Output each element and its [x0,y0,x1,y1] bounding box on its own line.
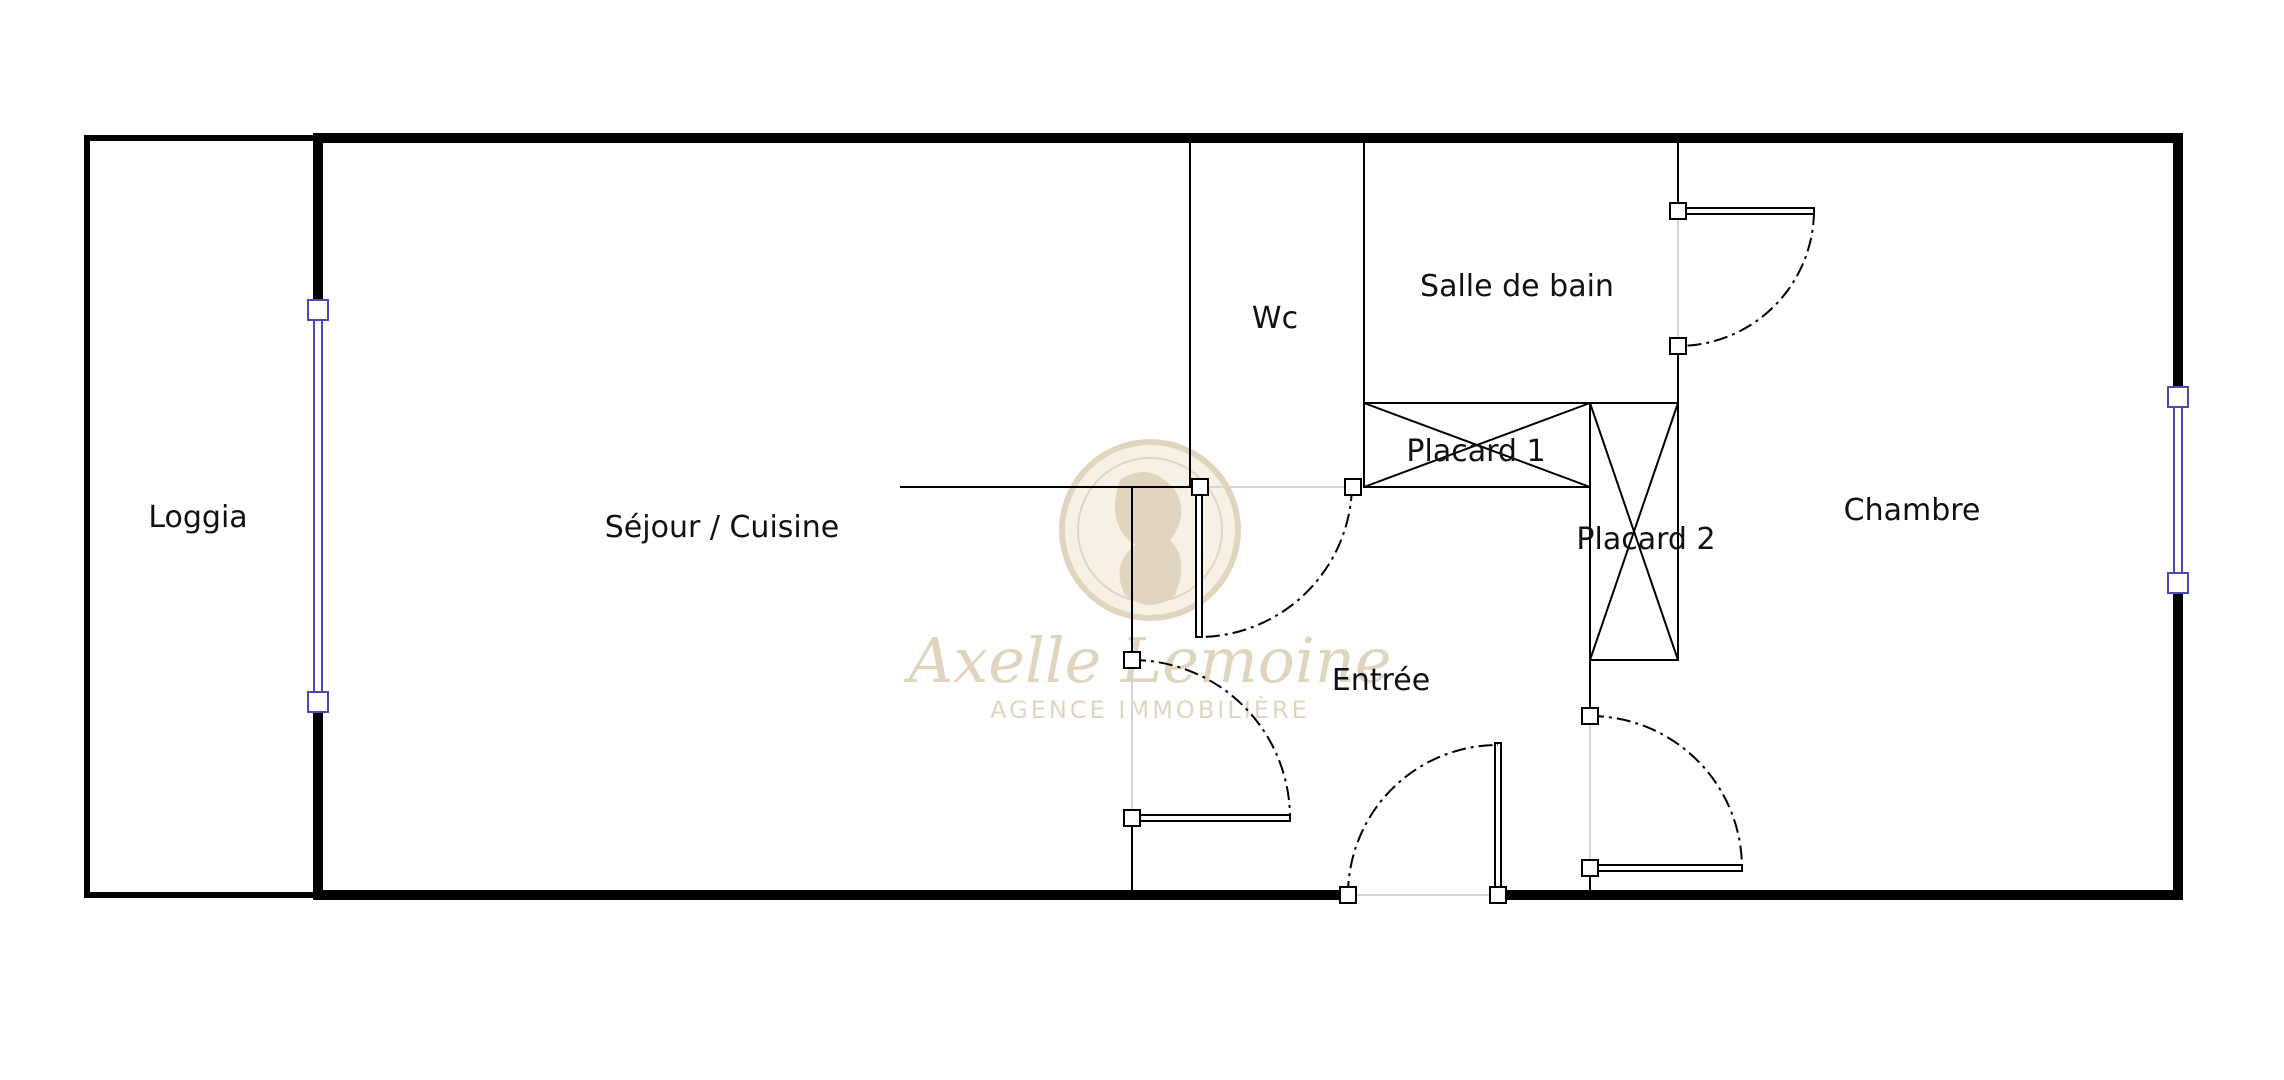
watermark-subtitle: AGENCE IMMOBILIÈRE [990,695,1310,724]
window-hinge [2167,572,2189,594]
door-wc-leaf [1195,486,1203,638]
hinge [1123,651,1141,669]
label-wc: Wc [1252,301,1298,336]
outer-walls [84,133,2183,900]
hinge [1581,707,1599,725]
door-sejour-arc [1131,659,1291,819]
door-sdb-arc [1677,210,1815,347]
interior-walls [900,143,1679,895]
door-wc-arc [1201,486,1353,638]
door-sejour-leaf [1131,814,1291,822]
placard-2-box [1589,402,1679,661]
door-chambre-leaf [1589,864,1743,872]
hinge [1123,809,1141,827]
door-entrance-arc [1347,744,1499,896]
hinge [1339,886,1357,904]
agency-watermark: Axelle Lemoine AGENCE IMMOBILIÈRE [904,439,1392,724]
label-salle-de-bain: Salle de bain [1420,269,1614,304]
door-sdb-leaf [1677,207,1815,215]
hinge [1669,337,1687,355]
hinge [1344,478,1362,496]
loggia-outline [84,135,321,898]
room-labels: Loggia Séjour / Cuisine Wc Salle de bain… [148,269,1980,698]
label-placard-2: Placard 2 [1576,522,1715,557]
hinge [1191,478,1209,496]
hinge [1489,886,1507,904]
label-placard-1: Placard 1 [1406,434,1545,469]
window-hinge [307,691,329,713]
door-chambre-arc [1589,715,1743,869]
watermark-name: Axelle Lemoine [904,624,1392,697]
door-entrance-leaf [1494,742,1502,896]
label-loggia: Loggia [148,500,247,535]
label-chambre: Chambre [1844,493,1981,528]
window-hinge [307,299,329,321]
placard-2 [1589,402,1679,661]
door-arcs [1131,210,1815,896]
hinges [1123,202,1687,904]
hinge [1669,202,1687,220]
guide-lines [1131,211,1679,896]
windows [307,299,2189,713]
window-hinge [2167,386,2189,408]
label-entree: Entrée [1332,663,1430,698]
label-sejour: Séjour / Cuisine [605,510,839,545]
hinge [1581,859,1599,877]
